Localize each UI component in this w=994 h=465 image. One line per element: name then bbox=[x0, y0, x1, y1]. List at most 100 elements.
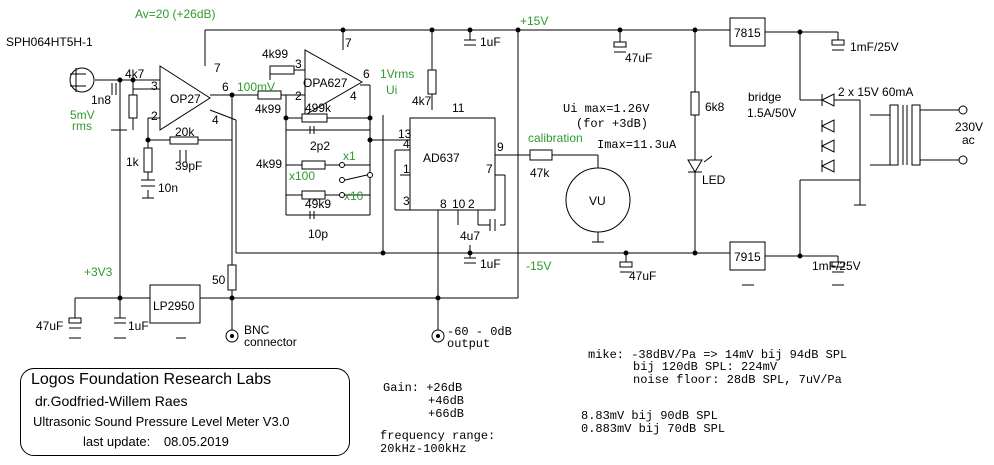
r-1k-label: 1k bbox=[126, 155, 140, 169]
pin-rms-9: 9 bbox=[497, 140, 504, 154]
wiring bbox=[74, 29, 960, 330]
ui-label: Ui bbox=[386, 83, 397, 97]
range-x1-label: x1 bbox=[343, 149, 356, 163]
r-50-label: 50 bbox=[212, 273, 226, 287]
mike-note-4: 8.83mV bij 90dB SPL bbox=[581, 409, 718, 423]
c-47uf-ldo-label: 47uF bbox=[36, 319, 63, 333]
update-line: last update: 08.05.2019 bbox=[83, 434, 229, 449]
ui-max-note: (for +3dB) bbox=[576, 117, 648, 131]
reg-neg-label: 7915 bbox=[734, 250, 761, 264]
pin-rms-7: 7 bbox=[486, 162, 493, 176]
pin-rms-3: 3 bbox=[403, 194, 410, 208]
pin-op1-4: 4 bbox=[212, 113, 219, 127]
freq-range-value: 20kHz-100kHz bbox=[380, 442, 466, 456]
r-4k99-c-label: 4k99 bbox=[256, 157, 282, 171]
pin-op1-6: 6 bbox=[222, 80, 229, 94]
pin-op1-2: 2 bbox=[151, 109, 158, 123]
mike-note-5: 0.883mV bij 70dB SPL bbox=[581, 422, 725, 436]
gain-note: Av=20 (+26dB) bbox=[135, 7, 216, 21]
c-47uf-top-label: 47uF bbox=[625, 51, 652, 65]
ui-max-line: Ui max=1.26V bbox=[563, 102, 650, 116]
pin-rms-11: 11 bbox=[452, 101, 465, 115]
pin-op1-7: 7 bbox=[214, 61, 221, 75]
c-1mf-top-label: 1mF/25V bbox=[850, 40, 899, 54]
vu-meter bbox=[565, 167, 631, 233]
pin-op2-4: 4 bbox=[350, 89, 357, 103]
c-1uf-ldo-label: 1uF bbox=[128, 319, 149, 333]
ground-symbols bbox=[69, 129, 866, 339]
r-20k-label: 20k bbox=[175, 125, 195, 139]
range-x10-label: x10 bbox=[344, 189, 364, 203]
gain-line-3: +66dB bbox=[428, 407, 464, 421]
imax-line: Imax=11.3uA bbox=[597, 138, 677, 152]
ad637-chip bbox=[409, 117, 496, 211]
author-name: dr.Godfried-Willem Raes bbox=[35, 393, 188, 409]
ldo-label: LP2950 bbox=[153, 299, 195, 313]
mic-level-unit: rms bbox=[72, 119, 92, 133]
opa627-opamp bbox=[304, 49, 364, 116]
gain-line-1: Gain: +26dB bbox=[383, 381, 462, 395]
led-label: LED bbox=[702, 173, 726, 187]
r-6k8-label: 6k8 bbox=[705, 100, 725, 114]
bnc-connectors bbox=[225, 329, 445, 343]
output-label: output bbox=[447, 337, 490, 351]
pin-rms-13: 13 bbox=[398, 127, 412, 141]
project-version: V3.0 bbox=[262, 414, 290, 429]
bnc-label: BNC bbox=[244, 323, 270, 337]
capacitors bbox=[68, 39, 845, 329]
mains-voltage: 230V bbox=[955, 120, 983, 134]
r-49k9-label: 49k9 bbox=[305, 197, 331, 211]
transformer bbox=[889, 104, 921, 166]
update-date: 08.05.2019 bbox=[163, 434, 229, 449]
lp2950-regulator bbox=[149, 284, 201, 324]
title-block: Logos Foundation Research Labs dr.Godfri… bbox=[20, 368, 350, 456]
c-1n8-label: 1n8 bbox=[91, 93, 111, 107]
transformer-label: 2 x 15V 60mA bbox=[838, 85, 913, 99]
project-title: Ultrasonic Sound Pressure Level Meter V3… bbox=[33, 414, 290, 429]
junction-dots bbox=[117, 27, 803, 301]
regulator-7815 bbox=[729, 17, 766, 47]
update-label: last update: bbox=[83, 434, 151, 449]
mike-note-3: noise floor: 28dB SPL, 7uV/Pa bbox=[633, 373, 842, 387]
c-10n-label: 10n bbox=[158, 181, 178, 195]
r-47k-label: 47k bbox=[530, 166, 550, 180]
mic-level-value: 5mV bbox=[70, 108, 95, 122]
pin-rms-1: 1 bbox=[403, 162, 410, 176]
c-1uf-bot-label: 1uF bbox=[480, 257, 501, 271]
org-name: Logos Foundation Research Labs bbox=[31, 371, 272, 388]
pin-rms-8: 8 bbox=[440, 197, 447, 211]
pin-rms-4: 4 bbox=[403, 137, 410, 151]
mike-note-1: mike: -38dBV/Pa => 14mV bij 94dB SPL bbox=[588, 348, 847, 362]
mike-note-2: bij 120dB SPL: 224mV bbox=[633, 360, 778, 374]
reg-pos-label: 7815 bbox=[734, 26, 761, 40]
pin-op1-3: 3 bbox=[151, 79, 158, 93]
rail-neg-label: -15V bbox=[526, 259, 551, 273]
range-x100-label: x100 bbox=[289, 169, 315, 183]
rms-chip-label: AD637 bbox=[423, 151, 460, 165]
microphone-symbol bbox=[69, 67, 95, 93]
rail-3v3-label: +3V3 bbox=[84, 265, 113, 279]
mains-ac: ac bbox=[962, 133, 975, 147]
r-499k-label: 499k bbox=[305, 101, 332, 115]
c-1uf-top-label: 1uF bbox=[480, 35, 501, 49]
mains-terminals bbox=[958, 105, 968, 165]
op1-label: OP27 bbox=[170, 92, 201, 106]
r-4k7-rms-label: 4k7 bbox=[412, 94, 432, 108]
pin-op2-7: 7 bbox=[345, 36, 352, 50]
bridge-rating: 1.5A/50V bbox=[747, 106, 796, 120]
bridge-rectifier bbox=[820, 93, 835, 173]
c-4u7-label: 4u7 bbox=[460, 229, 480, 243]
rms-level: 1Vrms bbox=[380, 67, 414, 81]
pin-op2-2: 2 bbox=[295, 89, 302, 103]
part-number-label: SPH064HT5H-1 bbox=[6, 35, 93, 49]
led-symbol bbox=[687, 155, 713, 190]
gain-line-2: +46dB bbox=[428, 394, 464, 408]
freq-range-label: frequency range: bbox=[380, 429, 495, 443]
range-switch bbox=[339, 162, 373, 198]
c-47uf-bot-label: 47uF bbox=[629, 269, 656, 283]
r-4k99-a-label: 4k99 bbox=[262, 47, 288, 61]
stage1-level: 100mV bbox=[237, 80, 275, 94]
r-4k99-b-label: 4k99 bbox=[255, 102, 281, 116]
vu-label: VU bbox=[589, 194, 606, 208]
